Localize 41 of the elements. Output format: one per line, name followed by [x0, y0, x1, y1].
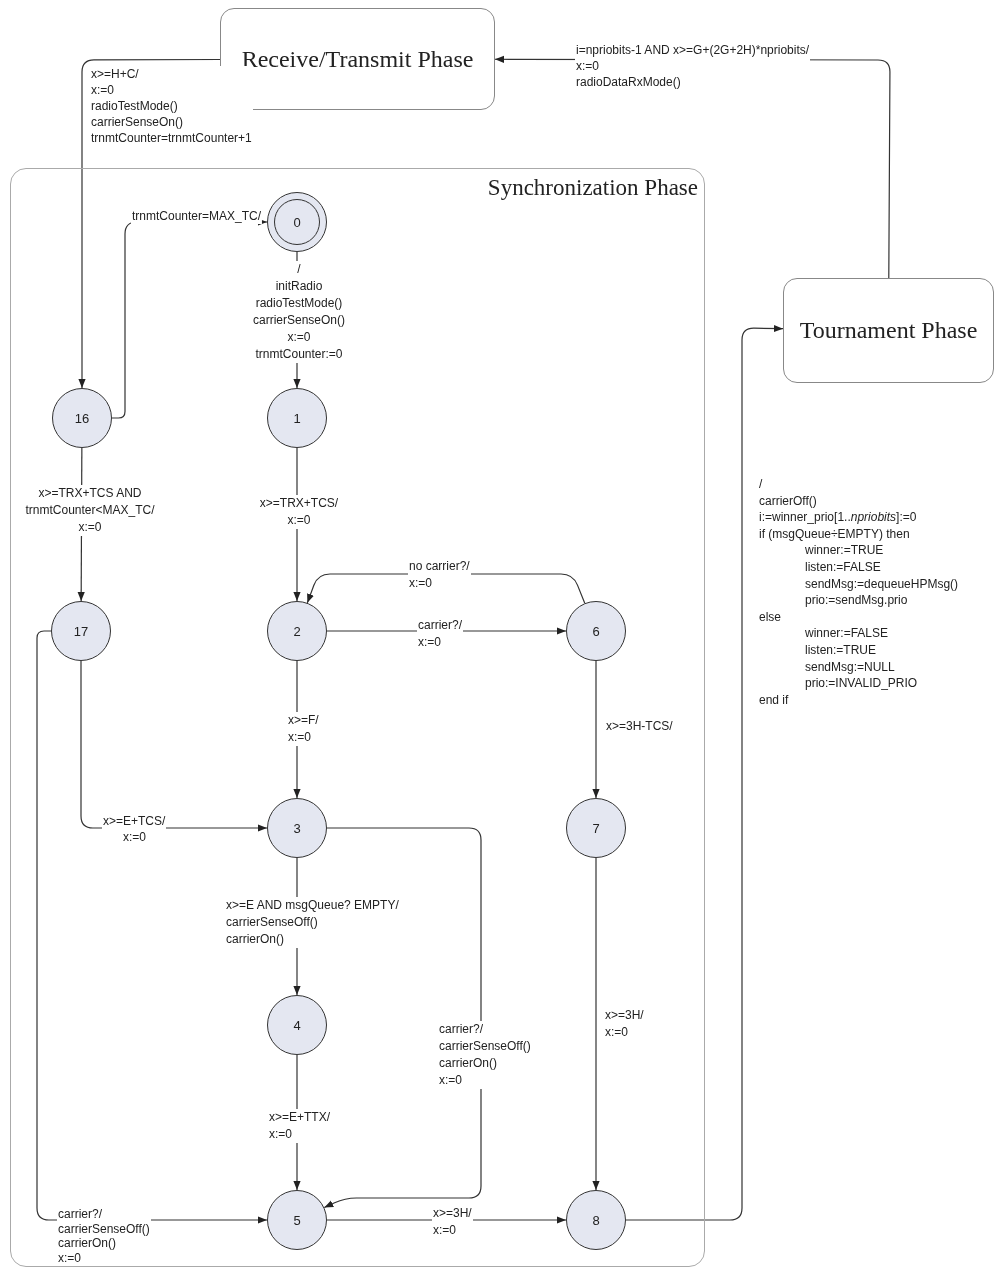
state-number: 0	[293, 214, 301, 230]
state-number: 2	[293, 623, 301, 639]
phase-box	[783, 278, 994, 383]
transition-arrow	[592, 660, 600, 799]
transition-arrow	[78, 58, 221, 389]
transition-label: x>=E AND msgQueue? EMPTY/ carrierSenseOff() carrierOn()	[225, 897, 400, 948]
phase-title: Synchronization Phase	[487, 175, 698, 201]
transition-label: / initRadio radioTestMode() carrierSenseOn() x:=0 trnmtCounter:=0	[252, 261, 346, 363]
phase-box	[220, 8, 495, 110]
state-number: 6	[592, 623, 600, 639]
state-circle	[566, 601, 626, 661]
transition-label: carrier?/ carrierSenseOff() carrierOn() x:=0	[438, 1021, 532, 1089]
state-circle	[267, 798, 327, 858]
transition-label: carrier?/ carrierSenseOff() carrierOn() x:=0	[57, 1207, 151, 1265]
state-circle	[267, 995, 327, 1055]
initial-state-circle	[267, 192, 327, 252]
transition-label: x>=TRX+TCS/ x:=0	[258, 495, 340, 529]
state-number: 17	[73, 623, 89, 639]
transition-label: x>=TRX+TCS AND trnmtCounter<MAX_TC/ x:=0	[24, 485, 156, 536]
state-number: 8	[592, 1212, 600, 1228]
transition-arrow	[625, 324, 784, 1221]
state-circle	[267, 388, 327, 448]
state-circle	[51, 601, 111, 661]
transition-label: trnmtCounter=MAX_TC/	[130, 208, 262, 224]
transition-label: x>=E+TTX/ x:=0	[268, 1109, 332, 1143]
state-number: 7	[592, 820, 600, 836]
state-circle	[267, 1190, 327, 1250]
state-circle	[566, 1190, 626, 1250]
state-number: 4	[293, 1017, 301, 1033]
state-circle	[566, 798, 626, 858]
state-number: 1	[293, 410, 301, 426]
transition-label: i=npriobits-1 AND x>=G+(2G+2H)*npriobits/ x:=0 radioDataRxMode()	[575, 42, 811, 90]
transition-arrow	[592, 857, 600, 1191]
state-circle	[52, 388, 112, 448]
transition-label: x>=F/ x:=0	[287, 712, 320, 746]
transition-arrow	[323, 827, 482, 1209]
state-number: 5	[293, 1212, 301, 1228]
phase-title: Tournament Phase	[799, 317, 978, 344]
state-circle	[267, 601, 327, 661]
state-number: 16	[74, 410, 90, 426]
state-number: 3	[293, 820, 301, 836]
